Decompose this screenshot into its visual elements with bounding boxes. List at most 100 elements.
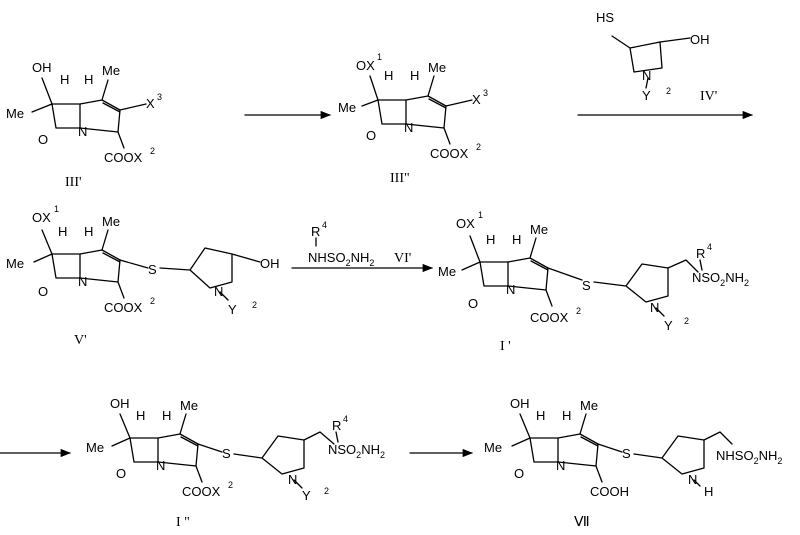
- sulfur-label: S: [622, 446, 631, 461]
- hydroxy-label: OH: [110, 396, 130, 411]
- ester-label: COOX: [430, 146, 469, 161]
- hydrogen-label-2: H: [84, 224, 93, 239]
- methyl-label: Me: [180, 398, 198, 413]
- svg-text:2: 2: [476, 142, 481, 152]
- side-chain-label: NSO2NH2: [692, 270, 749, 288]
- ring-nitrogen-label: N: [288, 472, 297, 487]
- oxo-label: O: [468, 296, 478, 311]
- ring-nitrogen-label: N: [688, 472, 697, 487]
- nitrogen-label: N: [78, 124, 87, 139]
- compound-iii-dprime: OX 1 Me H H Me X 3 O N COOX 2 III": [338, 52, 488, 186]
- compound-label-i-prime: I ': [500, 339, 511, 354]
- svg-text:2: 2: [576, 306, 581, 316]
- compound-v-prime: OX 1 Me H H Me S OH N Y 2 O N COOX 2 V': [6, 204, 280, 348]
- nitrogen-label: N: [78, 274, 87, 289]
- compound-label-v-prime: V': [74, 333, 87, 348]
- hydrogen-label-2: H: [512, 232, 521, 247]
- oxo-label: O: [116, 466, 126, 481]
- svg-text:2: 2: [324, 486, 329, 496]
- methyl-label: Me: [102, 63, 120, 78]
- nitrogen-label: N: [404, 120, 413, 135]
- hydrogen-label-2: H: [84, 72, 93, 87]
- protect-label: Y: [664, 318, 673, 333]
- hydrogen-label-1: H: [486, 232, 495, 247]
- compound-label-iii-prime: III': [65, 175, 82, 190]
- compound-label-iii-dprime: III": [390, 171, 410, 186]
- r-label: R: [311, 224, 320, 239]
- acid-label: COOH: [590, 484, 629, 499]
- hydroxy-label: OH: [510, 396, 530, 411]
- sulfur-label: S: [582, 278, 591, 293]
- amide-label: NHSO2NH2: [308, 250, 374, 268]
- methyl-label: Me: [102, 214, 120, 229]
- svg-text:2: 2: [666, 86, 671, 96]
- svg-text:2: 2: [150, 146, 155, 156]
- compound-label-i-dprime: I ": [176, 515, 190, 530]
- ethyl-label: Me: [484, 440, 502, 455]
- hydrogen-label-2: H: [162, 408, 171, 423]
- nitrogen-label: N: [156, 458, 165, 473]
- thiol-label: HS: [596, 10, 614, 25]
- hydrogen-label-1: H: [384, 68, 393, 83]
- oxo-label: O: [366, 128, 376, 143]
- methyl-label: Me: [428, 60, 446, 75]
- r-label: R: [332, 418, 341, 433]
- svg-text:1: 1: [54, 204, 59, 214]
- hydrogen-label-1: H: [536, 408, 545, 423]
- svg-text:1: 1: [377, 52, 382, 62]
- nitrogen-label: N: [642, 68, 651, 83]
- reagent-vi-prime: R 4 NHSO2NH2 VI': [308, 220, 411, 268]
- ring-nitrogen-label: N: [214, 284, 223, 299]
- ester-label: COOX: [530, 310, 569, 325]
- sulfur-label: S: [222, 446, 231, 461]
- ethyl-label: Me: [438, 264, 456, 279]
- compound-label-vii: Ⅶ: [574, 515, 590, 530]
- amine-h-label: H: [704, 484, 713, 499]
- hydrogen-label-1: H: [60, 72, 69, 87]
- svg-text:4: 4: [707, 242, 712, 252]
- hydrogen-label-1: H: [136, 408, 145, 423]
- svg-text:4: 4: [343, 414, 348, 424]
- hydroxy-label: OH: [690, 32, 710, 47]
- oxo-label: O: [514, 466, 524, 481]
- compound-iii-prime: OH Me H H Me X 3 O N COOX 2 III': [6, 60, 162, 190]
- hydroxy-label: OH: [260, 256, 280, 271]
- svg-text:2: 2: [150, 296, 155, 306]
- svg-text:2: 2: [684, 316, 689, 326]
- reagent-label-vi-prime: VI': [394, 251, 411, 266]
- compound-i-dprime: OH Me H H Me S R 4 NSO2NH2 N Y 2 O N COO…: [86, 396, 385, 530]
- ethyl-label: Me: [6, 106, 24, 121]
- protected-oh-label: OX: [356, 58, 375, 73]
- ester-label: COOX: [104, 300, 143, 315]
- svg-text:3: 3: [483, 88, 488, 98]
- nitrogen-label: N: [556, 458, 565, 473]
- hydrogen-label-1: H: [58, 224, 67, 239]
- leaving-group-label: X: [472, 92, 481, 107]
- hydrogen-label-2: H: [562, 408, 571, 423]
- nitrogen-label: N: [506, 282, 515, 297]
- ethyl-label: Me: [6, 256, 24, 271]
- ring-nitrogen-label: N: [650, 300, 659, 315]
- ester-label: COOX: [182, 484, 221, 499]
- protect-label: Y: [302, 488, 311, 503]
- ethyl-label: Me: [86, 440, 104, 455]
- svg-text:2: 2: [252, 300, 257, 310]
- ethyl-label: Me: [338, 100, 356, 115]
- svg-text:4: 4: [322, 220, 327, 230]
- reagent-label-iv-prime: IV': [700, 89, 717, 104]
- oxo-label: O: [38, 132, 48, 147]
- leaving-group-label: X: [146, 96, 155, 111]
- r-label: R: [696, 246, 705, 261]
- protect-label: Y: [228, 302, 237, 317]
- svg-text:3: 3: [157, 92, 162, 102]
- ester-label: COOX: [104, 150, 143, 165]
- hydrogen-label-2: H: [410, 68, 419, 83]
- compound-vii: OH Me H H Me S NHSO2NH2 N H O N COOH Ⅶ: [484, 396, 782, 530]
- reagent-iv-prime: HS OH N Y 2 IV': [596, 10, 717, 104]
- hydroxy-label: OH: [32, 60, 52, 75]
- sulfur-label: S: [148, 262, 157, 277]
- side-chain-label: NHSO2NH2: [716, 448, 782, 466]
- methyl-label: Me: [580, 398, 598, 413]
- svg-text:2: 2: [228, 480, 233, 490]
